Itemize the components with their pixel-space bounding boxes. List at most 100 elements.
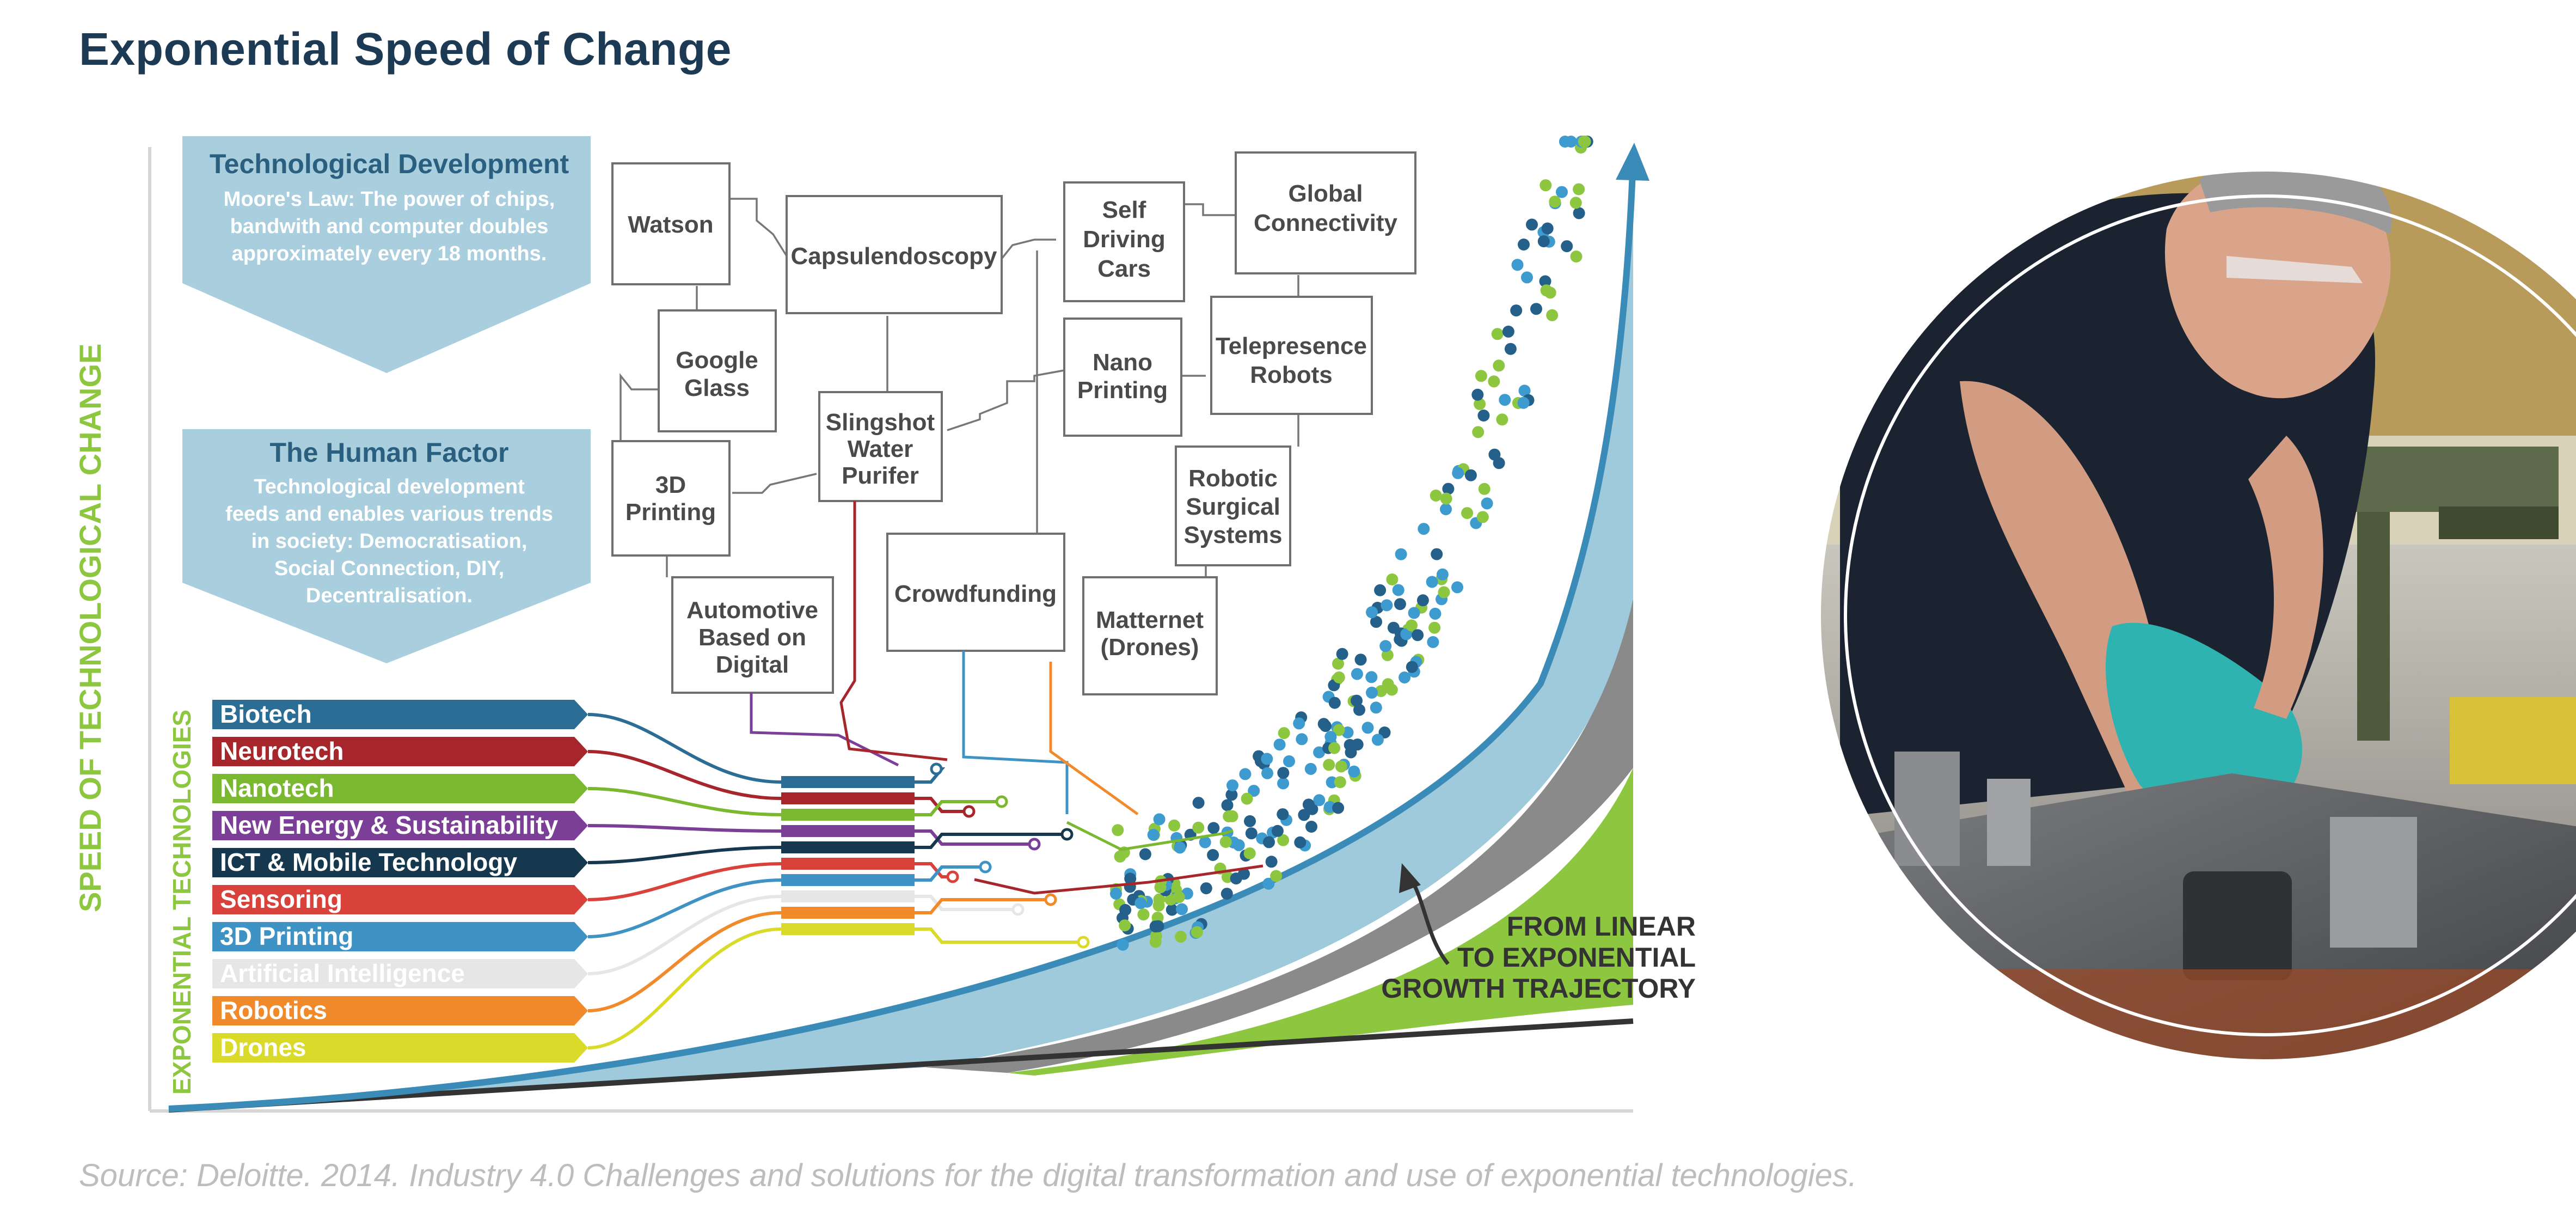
scatter-dot xyxy=(1324,731,1337,743)
svg-text:Google: Google xyxy=(676,347,758,374)
scatter-dot xyxy=(1153,813,1166,826)
scatter-dot xyxy=(1499,394,1511,406)
scatter-dot xyxy=(1273,738,1286,751)
scatter-dot xyxy=(1471,388,1484,401)
tech-label: Artificial Intelligence xyxy=(220,959,465,987)
scatter-dot xyxy=(1296,733,1308,746)
scatter-dot xyxy=(1168,819,1180,832)
innovation-drop-line xyxy=(750,693,899,767)
scatter-dot xyxy=(1278,727,1290,740)
linear-trend-line xyxy=(168,1018,1634,1113)
tech-wire-end xyxy=(1011,903,1025,916)
scatter-dot xyxy=(1174,841,1186,854)
tech-bar xyxy=(781,874,915,886)
scatter-dot xyxy=(1394,598,1406,610)
tech-bar xyxy=(781,890,915,902)
scatter-dot xyxy=(1226,810,1238,822)
scatter-dot xyxy=(1406,661,1418,673)
svg-text:Automotive: Automotive xyxy=(686,597,818,624)
tech-band xyxy=(212,774,588,803)
growth-trajectory-note: FROM LINEAR TO EXPONENTIAL GROWTH TRAJEC… xyxy=(1381,911,1696,1004)
scatter-dot xyxy=(1570,251,1583,262)
scatter-dot xyxy=(1323,759,1335,771)
tech-wire-out xyxy=(915,829,1034,846)
innovation-automotive-based-on-digital: Automotive Based on Digital xyxy=(671,576,834,694)
tech-wire-in xyxy=(587,713,782,784)
svg-text:Driving: Driving xyxy=(1083,226,1166,253)
area-grey xyxy=(925,599,1633,1073)
tech-bar xyxy=(781,923,915,935)
innovation-drop-line xyxy=(1066,821,1234,851)
innovation-drop-line xyxy=(962,651,1069,814)
tech-bar xyxy=(781,792,915,804)
scatter-dot xyxy=(1304,762,1317,775)
scatter-dot xyxy=(1153,893,1166,906)
tech-band xyxy=(212,1033,588,1063)
scatter-dot xyxy=(1521,271,1533,284)
tech-wire-end xyxy=(1060,828,1074,841)
growth-areas xyxy=(168,143,1649,1113)
scatter-dot xyxy=(1579,136,1591,148)
tech-wire-in xyxy=(587,824,782,833)
svg-text:3D: 3D xyxy=(655,472,686,498)
scatter-dot xyxy=(1549,196,1561,208)
scatter-dot xyxy=(1381,649,1394,661)
callout-line: Technological development xyxy=(254,475,525,498)
svg-text:Glass: Glass xyxy=(684,375,750,401)
innovation-crowdfunding: Crowdfunding xyxy=(886,533,1065,652)
scatter-dot xyxy=(1134,897,1147,909)
svg-text:Printing: Printing xyxy=(625,499,716,526)
growth-note-line-2: TO EXPONENTIAL xyxy=(1457,942,1696,973)
callout-line: Moore's Law: The power of chips, xyxy=(224,188,555,211)
scatter-dot xyxy=(1370,701,1382,714)
scatter-dot xyxy=(1277,834,1290,846)
scatter-dot xyxy=(1452,467,1464,479)
tech-wire-end xyxy=(930,762,943,776)
tech-wire-in xyxy=(587,895,782,975)
scatter-dot xyxy=(1225,789,1238,801)
callout-line: Decentralisation. xyxy=(306,584,473,607)
tech-band xyxy=(212,700,588,729)
scatter-dot xyxy=(1569,197,1582,209)
callout-line: approximately every 18 months. xyxy=(232,242,547,265)
scatter-dot xyxy=(1305,821,1317,833)
innovation-slingshot-water-purifer: Slingshot Water Purifer xyxy=(818,391,943,502)
scatter-dot xyxy=(1496,413,1508,426)
curve-arrowhead-icon xyxy=(1616,143,1649,181)
tech-band xyxy=(212,959,588,988)
tech-wire-out xyxy=(915,927,1083,944)
tech-label: Robotics xyxy=(220,996,327,1024)
scatter-dot xyxy=(1477,410,1490,422)
scatter-dot xyxy=(1221,799,1234,811)
tech-wire-in xyxy=(587,927,782,1049)
scatter-dot xyxy=(1271,825,1284,837)
scatter-dot xyxy=(1475,370,1487,382)
svg-text:Purifer: Purifer xyxy=(842,462,919,489)
scatter-dot xyxy=(1243,847,1256,859)
scatter-dot xyxy=(1438,586,1450,599)
scatter-dot xyxy=(1332,657,1344,670)
scatter-dot xyxy=(1207,849,1219,861)
scatter-dot xyxy=(1429,607,1442,620)
scatter-dot xyxy=(1540,284,1553,297)
tech-label: ICT & Mobile Technology xyxy=(220,848,517,876)
scatter-dot xyxy=(1239,768,1252,780)
scatter-dot xyxy=(1248,785,1260,797)
scatter-dot xyxy=(1200,882,1212,895)
scatter-dot xyxy=(1381,599,1393,612)
scatter-dot xyxy=(1175,931,1187,943)
svg-text:Crowdfunding: Crowdfunding xyxy=(894,581,1057,607)
scatter-dot xyxy=(1464,469,1477,481)
tech-label: Sensoring xyxy=(220,885,342,913)
tech-wire-out xyxy=(915,895,1018,911)
callout-shape xyxy=(182,136,591,373)
tech-bar xyxy=(781,776,915,788)
svg-text:Robotic: Robotic xyxy=(1188,465,1278,492)
svg-text:Systems: Systems xyxy=(1183,522,1282,548)
tech-bar xyxy=(781,907,915,919)
scatter-dot xyxy=(1428,621,1441,634)
innovation-global-connectivity: Global Connectivity xyxy=(1235,151,1416,274)
tech-wire-in xyxy=(587,862,782,901)
scatter-dot xyxy=(1366,686,1378,699)
callout-title: The Human Factor xyxy=(270,437,509,468)
